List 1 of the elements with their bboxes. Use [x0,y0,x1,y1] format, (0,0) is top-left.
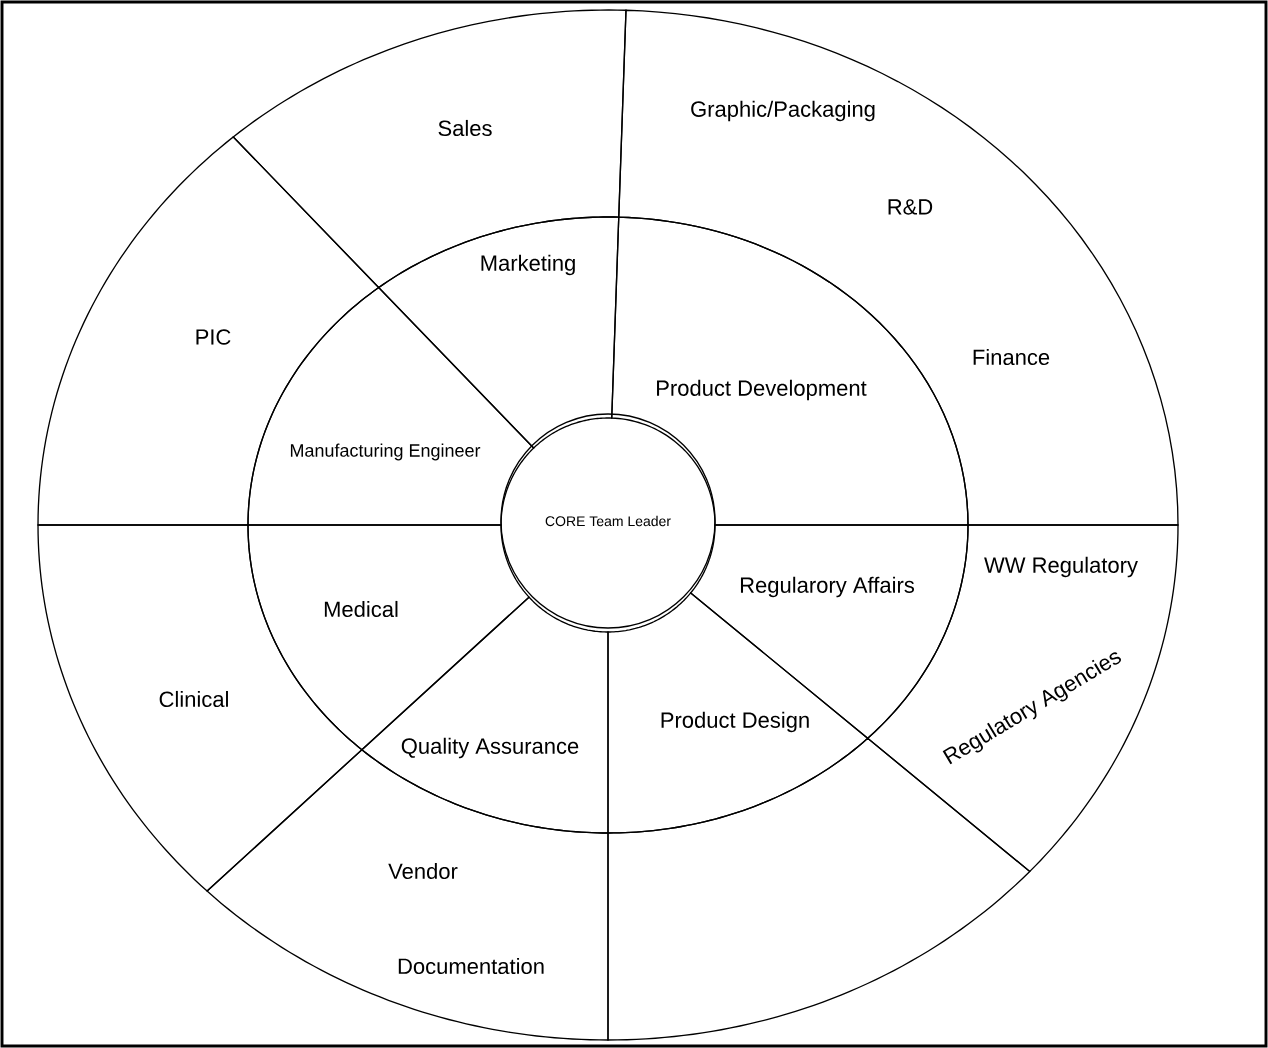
ring-sector: Manufacturing Engineer [247,286,535,526]
